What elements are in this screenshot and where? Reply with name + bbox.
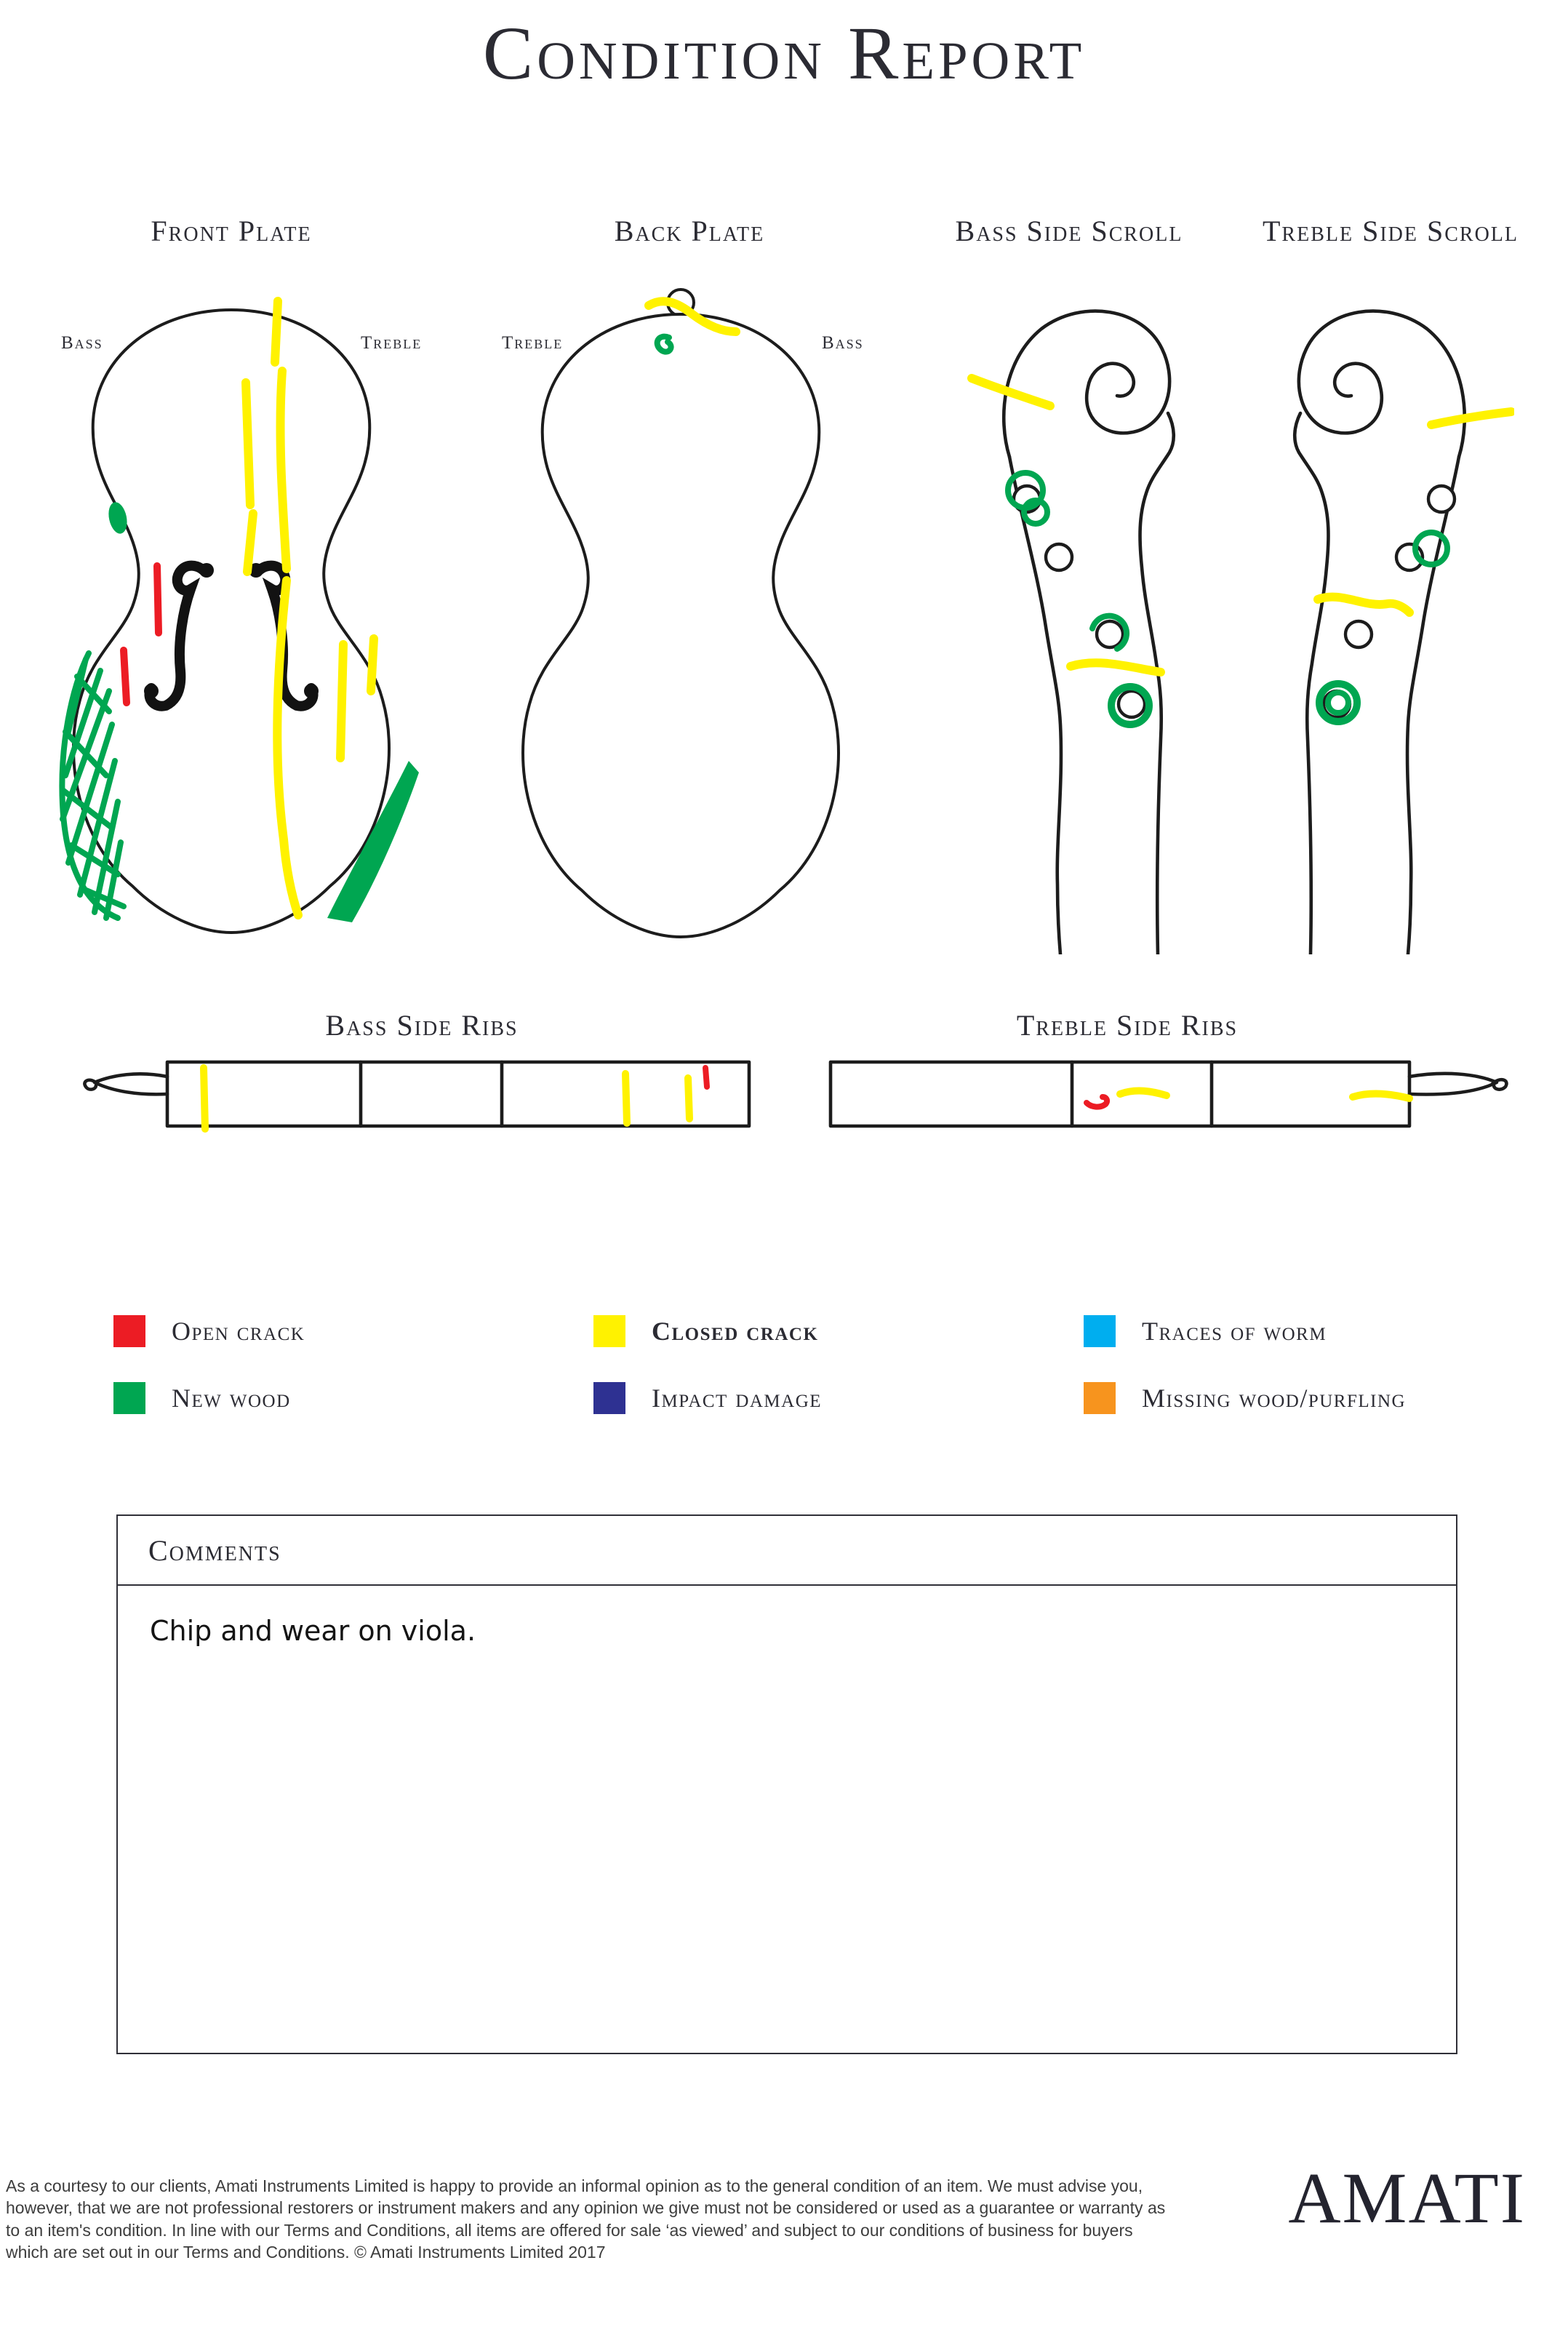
legend-item-missing-wood-purfling: Missing wood/purfling	[1084, 1382, 1406, 1414]
footer-disclaimer: As a courtesy to our clients, Amati Inst…	[6, 2176, 1166, 2262]
comments-box: Comments Chip and wear on viola.	[116, 1514, 1457, 2054]
open-crack-marks	[1084, 1094, 1111, 1110]
bass-ribs-diagram	[83, 1060, 751, 1133]
tuning-pegs	[1012, 484, 1147, 719]
closed-crack-marks	[241, 297, 378, 919]
scroll-outline	[1292, 309, 1467, 954]
bass-scroll-diagram	[967, 309, 1176, 954]
back-plate-title: Back Plate	[614, 215, 765, 247]
legend-item-traces-of-worm: Traces of worm	[1084, 1315, 1327, 1347]
treble-ribs-diagram	[828, 1060, 1508, 1128]
open-crack-marks	[120, 562, 162, 706]
legend-label-open-crack: Open crack	[172, 1317, 305, 1346]
legend-item-new-wood: New wood	[113, 1382, 291, 1414]
closed-crack-marks	[644, 297, 740, 336]
violin-body-outline	[521, 313, 840, 938]
scroll-outline	[1001, 309, 1176, 954]
legend-swatch-traces-of-worm	[1084, 1315, 1116, 1347]
f-hole-eyes	[144, 563, 319, 698]
ribs-outline	[828, 1060, 1508, 1128]
new-wood-marks	[1005, 470, 1153, 728]
closed-crack-marks	[1313, 407, 1514, 617]
new-wood-patch	[327, 761, 419, 922]
legend-swatch-missing-wood-purfling	[1084, 1382, 1116, 1414]
legend-swatch-new-wood	[113, 1382, 145, 1414]
new-wood-marks	[59, 502, 127, 921]
amati-logo: AMATI	[1288, 2158, 1526, 2238]
legend-label-new-wood: New wood	[172, 1384, 291, 1413]
comments-header: Comments	[118, 1516, 1456, 1586]
bass-scroll-title: Bass Side Scroll	[955, 215, 1183, 247]
bass-ribs-title: Bass Side Ribs	[325, 1009, 519, 1042]
legend-label-traces-of-worm: Traces of worm	[1142, 1317, 1327, 1346]
front-plate-treble-label: Treble	[361, 333, 423, 353]
closed-crack-marks	[967, 374, 1165, 676]
open-crack-marks	[703, 1065, 710, 1090]
legend-label-impact-damage: Impact damage	[652, 1384, 823, 1413]
legend-swatch-closed-crack	[593, 1315, 625, 1347]
legend-swatch-impact-damage	[593, 1382, 625, 1414]
treble-scroll-diagram	[1292, 309, 1514, 954]
comments-text: Chip and wear on viola.	[150, 1615, 476, 1647]
closed-crack-marks	[200, 1064, 693, 1133]
legend-label-closed-crack: Closed crack	[652, 1317, 819, 1346]
back-plate-bass-label: Bass	[822, 333, 864, 353]
back-plate-treble-label: Treble	[502, 333, 564, 353]
front-plate-bass-label: Bass	[61, 333, 103, 353]
legend-item-open-crack: Open crack	[113, 1315, 305, 1347]
violin-body-outline	[72, 308, 391, 934]
legend-label-missing-wood-purfling: Missing wood/purfling	[1142, 1384, 1407, 1413]
legend-swatch-open-crack	[113, 1315, 145, 1347]
legend-item-impact-damage: Impact damage	[593, 1382, 822, 1414]
new-wood-marks	[1316, 530, 1450, 725]
treble-ribs-title: Treble Side Ribs	[1016, 1009, 1239, 1042]
back-plate-diagram	[521, 288, 840, 938]
treble-scroll-title: Treble Side Scroll	[1262, 215, 1519, 247]
closed-crack-marks	[1116, 1087, 1413, 1102]
ribs-outline	[83, 1060, 751, 1128]
front-plate-title: Front Plate	[151, 215, 312, 247]
front-plate-diagram	[59, 297, 419, 934]
legend-item-closed-crack: Closed crack	[593, 1315, 818, 1347]
page-title: Condition Report	[482, 12, 1086, 95]
new-wood-marks	[654, 333, 674, 355]
